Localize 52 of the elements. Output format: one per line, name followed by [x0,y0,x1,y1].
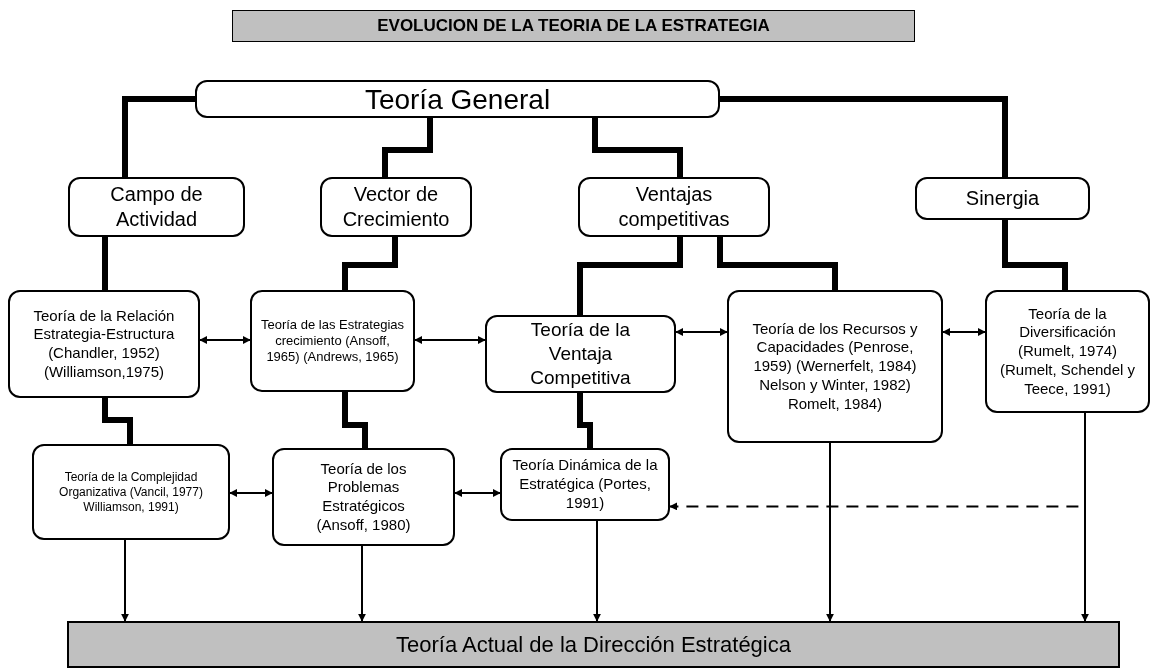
rounded-box [320,177,472,237]
arrow [229,489,273,497]
node-text: Teoría General [364,82,551,117]
rounded-box [195,80,720,118]
arrow [414,336,486,344]
connector-line [102,237,108,290]
connector-line [122,96,195,177]
rounded-box [915,177,1090,220]
arrow [826,442,834,622]
node-text: Vector de Crecimiento [341,182,451,232]
connector-line [102,398,133,444]
rounded-box [250,290,415,392]
rounded-box [32,444,230,540]
rounded-box [68,177,245,237]
node-text: Teoría de la Diversificación (Rumelt, 1974) (Rumelt, Schendel y Teece, 1991) [998,304,1137,399]
arrow [121,539,129,622]
node-text: Teoría de los Problemas Estratégicos (Ansoff, 1980) [315,459,412,535]
rounded-box [500,448,670,521]
node-text: Teoría Actual de la Dirección Estratégica [396,630,791,659]
connector-line [342,392,368,448]
node-text: Teoría de las Estrategias crecimiento (Ansoff, 1965) (Andrews, 1965) [260,316,405,366]
arrow [199,336,251,344]
node-text: Ventajas competitivas [617,182,731,232]
arrow [593,520,601,622]
result-bar [67,621,1120,668]
connector-line [577,237,683,315]
title-banner: EVOLUCION DE LA TEORIA DE LA ESTRATEGIA [232,10,915,42]
arrow [358,545,366,622]
rounded-box [485,315,676,393]
rounded-box [8,290,200,398]
connector-line [577,393,593,448]
arrow [675,328,728,336]
node-text: Campo de Actividad [109,182,204,232]
node-text: Teoría de la Ventaja Competitiva [529,318,632,390]
rounded-box [578,177,770,237]
connector-line [720,96,1008,177]
node-text: Teoría de los Recursos y Capacidades (Penrose, 1959) (Wernerfelt, 1984) Nelson y Winter, 1982) Romelt, 1984) [751,319,919,414]
arrow [1081,412,1089,622]
rounded-box [985,290,1150,413]
arrow [942,328,986,336]
connector-line [382,118,433,177]
connector-line [717,237,838,290]
node-text: Teoría Dinámica de la Estratégica (Portes, 1991) [511,456,659,513]
arrow [454,489,501,497]
node-text: Sinergia [965,186,1040,211]
node-text: Teoría de la Relación Estrategia-Estructura (Chandler, 1952) (Williamson,1975) [32,306,176,382]
rounded-box [727,290,943,443]
connector-line [592,118,683,177]
rounded-box [272,448,455,546]
node-text: Teoría de la Complejidad Organizativa (Vancil, 1977) Williamson, 1991) [58,469,204,515]
connector-line [342,237,398,290]
connector-line [1002,220,1068,290]
